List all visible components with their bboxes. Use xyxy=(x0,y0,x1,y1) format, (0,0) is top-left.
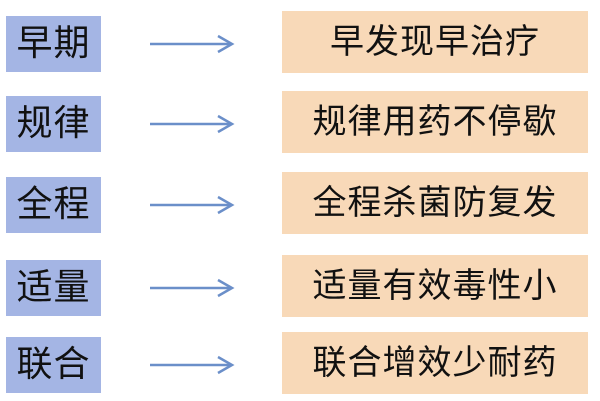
principle-row-regular: 规律 规律用药不停歇 xyxy=(0,86,600,160)
principle-key: 规律 xyxy=(6,96,101,152)
principle-key: 早期 xyxy=(6,16,101,72)
principle-key: 适量 xyxy=(6,260,101,316)
principle-row-early: 早期 早发现早治疗 xyxy=(0,6,600,80)
right-arrow-icon xyxy=(150,355,235,375)
principle-row-combination: 联合 联合增效少耐药 xyxy=(0,327,600,401)
right-arrow-icon xyxy=(150,34,235,54)
principle-key: 全程 xyxy=(6,177,101,233)
right-arrow-icon xyxy=(150,278,235,298)
right-arrow-icon xyxy=(150,114,235,134)
principle-value: 适量有效毒性小 xyxy=(282,255,588,317)
right-arrow-icon xyxy=(150,195,235,215)
principle-value: 全程杀菌防复发 xyxy=(282,172,588,234)
principle-value: 联合增效少耐药 xyxy=(282,332,588,394)
principle-row-proper-dose: 适量 适量有效毒性小 xyxy=(0,250,600,324)
principle-key: 联合 xyxy=(6,337,101,393)
principle-value: 早发现早治疗 xyxy=(282,11,588,73)
principle-row-full-course: 全程 全程杀菌防复发 xyxy=(0,167,600,241)
principle-value: 规律用药不停歇 xyxy=(282,91,588,153)
